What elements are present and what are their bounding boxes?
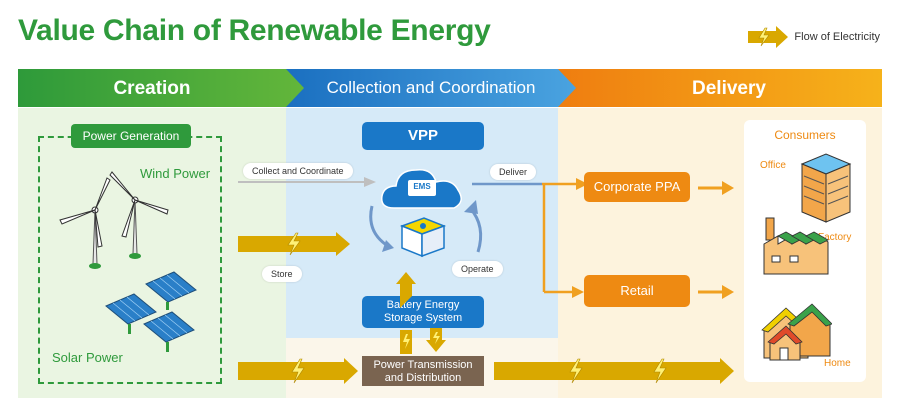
- creation-panel: [18, 108, 286, 398]
- operate-label: Operate: [452, 261, 503, 277]
- legend: Flow of Electricity: [748, 26, 880, 48]
- legend-label: Flow of Electricity: [794, 31, 880, 43]
- office-building-icon: [800, 153, 852, 223]
- retail-box: Retail: [584, 275, 690, 307]
- factory-label: Factory: [818, 232, 852, 243]
- cycle-arrows: [369, 200, 483, 253]
- solar-panel-icon: [105, 271, 197, 352]
- ems-label: EMS: [413, 182, 431, 191]
- creation-chevron: [18, 69, 304, 107]
- stage-delivery: Delivery: [692, 78, 766, 99]
- battery-storage-line2: Storage System: [383, 312, 463, 324]
- solar-power-label: Solar Power: [52, 350, 123, 365]
- office-label: Office: [760, 160, 786, 171]
- stage-header-bar: [18, 69, 882, 107]
- ems-cloud-icon: [381, 169, 462, 209]
- wind-turbine-icon: [59, 171, 169, 269]
- corporate-ppa-box: Corporate PPA: [584, 172, 690, 202]
- electricity-arrow-grid-to-consumers: [494, 358, 734, 384]
- battery-vertical-arrows: [396, 272, 446, 354]
- vpp-label: VPP: [362, 122, 484, 150]
- page-title: Value Chain of Renewable Energy: [18, 14, 491, 47]
- electricity-arrow-generation-to-grid: [238, 358, 358, 384]
- collection-chevron: [284, 69, 576, 107]
- power-generation-title: Power Generation: [71, 124, 191, 148]
- stage-creation: Creation: [113, 78, 191, 99]
- battery-storage-system: Battery Energy Storage System: [362, 296, 484, 328]
- consumers-title: Consumers: [774, 128, 836, 142]
- battery-icon: [399, 217, 447, 258]
- delivery-chevron: [556, 69, 882, 107]
- ppa-to-consumers-arrow: [698, 181, 734, 195]
- collect-arrow: [238, 177, 376, 187]
- deliver-line: [472, 178, 588, 298]
- stage-collection: Collection and Coordination: [326, 78, 536, 97]
- home-icon: [761, 303, 832, 361]
- transmission-line2: and Distribution: [384, 372, 462, 384]
- retail-to-consumers-arrow: [698, 285, 734, 299]
- store-label: Store: [262, 266, 302, 282]
- collect-and-coordinate-label: Collect and Coordinate: [243, 163, 353, 179]
- home-label: Home: [824, 358, 851, 369]
- factory-icon: [763, 217, 829, 275]
- wind-power-label: Wind Power: [140, 166, 211, 181]
- power-transmission-box: Power Transmission and Distribution: [362, 356, 484, 386]
- transmission-line1: Power Transmission: [373, 359, 473, 371]
- electricity-arrow-generation-to-battery: [238, 232, 350, 256]
- deliver-label: Deliver: [490, 164, 537, 180]
- electricity-arrow-icon: [748, 26, 789, 48]
